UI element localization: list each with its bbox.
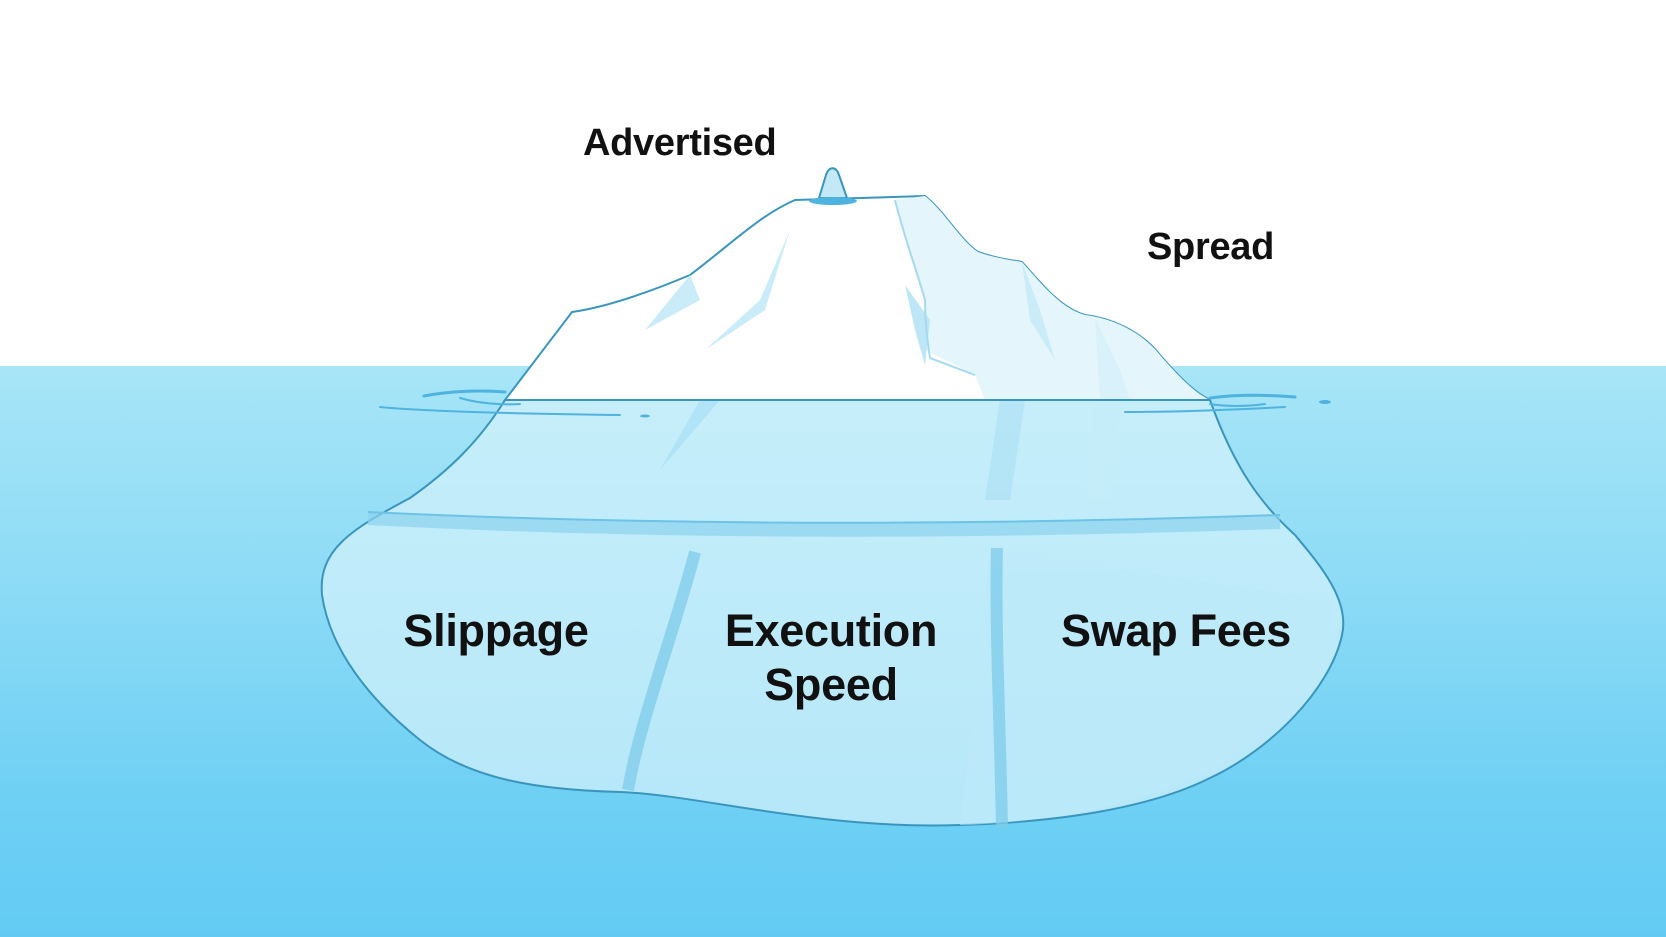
iceberg-tip-ripple [809, 197, 857, 205]
iceberg-submerged-facet-3 [1085, 400, 1120, 500]
iceberg-band-line [367, 511, 1281, 537]
label-slippage: Slippage [403, 605, 589, 656]
iceberg-peak-ridge [894, 199, 976, 376]
iceberg-band-edge [367, 511, 1281, 524]
iceberg-underwater-shadow [960, 550, 1332, 825]
ripple-right-2 [1124, 406, 1286, 413]
ripple-left-1 [422, 389, 507, 398]
ripple-dot-left [640, 414, 650, 418]
ripple-dot-right [1319, 400, 1331, 404]
iceberg-submerged-facet-2 [985, 400, 1025, 500]
iceberg-crack-right [990, 547, 1008, 829]
label-spread: Spread [1147, 226, 1275, 268]
ripple-left-3 [459, 397, 521, 406]
label-swap-fees: Swap Fees [1061, 605, 1291, 656]
iceberg-submerged-facet [660, 400, 720, 470]
label-advertised: Advertised [583, 122, 777, 164]
label-execution-speed-line-2: Speed [764, 659, 898, 710]
label-execution-speed: Execution Speed [700, 604, 962, 712]
label-execution-speed-line-1: Execution [724, 605, 938, 656]
iceberg-peak-facet-5 [1095, 318, 1130, 400]
iceberg-peak-facet-3 [905, 285, 930, 365]
ripple-right-3 [1209, 403, 1266, 407]
iceberg-peak-shade [895, 196, 1210, 400]
ripple-right-1 [1208, 393, 1297, 400]
iceberg-peak-facet [645, 275, 700, 330]
iceberg-peak-facet-4 [1022, 262, 1055, 360]
ripple-left-2 [379, 406, 621, 416]
iceberg-crack-left [622, 550, 701, 792]
iceberg-tip [817, 167, 849, 199]
